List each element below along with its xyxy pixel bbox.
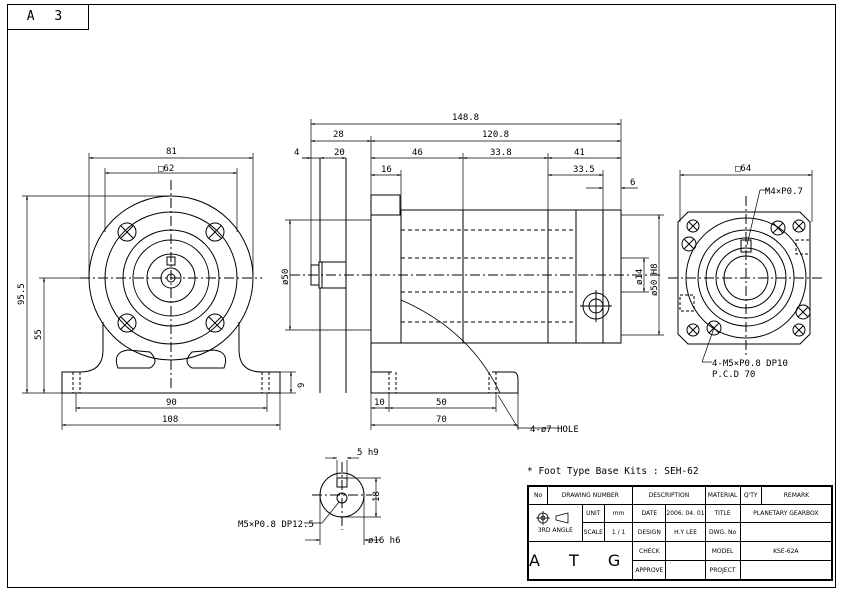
dim-90: 90 xyxy=(166,398,177,408)
dim-70: 70 xyxy=(436,415,447,425)
header-qty: Q'TY xyxy=(739,486,762,505)
dim-18: 18 xyxy=(372,491,382,502)
dim-120-8: 120.8 xyxy=(482,130,509,140)
design-label: DESIGN xyxy=(632,522,667,543)
side-view-dimensions xyxy=(285,119,664,430)
title-value: PLANETARY GEARBOX xyxy=(739,503,833,524)
approve-value xyxy=(665,560,706,580)
projection-cell: 3RD ANGLE xyxy=(528,503,583,543)
dim-square-64: □64 xyxy=(735,164,751,174)
dim-4: 4 xyxy=(294,148,299,158)
dim-55: 55 xyxy=(34,329,44,340)
dim-square-62: □62 xyxy=(158,164,174,174)
header-no: No xyxy=(527,486,549,505)
dim-6: 6 xyxy=(630,178,635,188)
front-view-dimensions xyxy=(22,153,296,430)
dim-28: 28 xyxy=(333,130,344,140)
right-view xyxy=(668,196,825,355)
dim-46: 46 xyxy=(412,148,423,158)
project-value xyxy=(739,560,833,580)
dim-95-5: 95.5 xyxy=(17,283,27,305)
dim-33-5: 33.5 xyxy=(573,165,595,175)
dim-108: 108 xyxy=(162,415,178,425)
dwg-no-value xyxy=(739,522,833,543)
title-block: No DRAWING NUMBER DESCRIPTION MATERIAL Q… xyxy=(527,485,833,581)
front-view xyxy=(61,180,281,394)
check-label: CHECK xyxy=(632,541,667,562)
dim-33-8: 33.8 xyxy=(490,148,512,158)
right-view-dimensions xyxy=(679,170,813,363)
dim-dia-50: ø50 xyxy=(281,269,291,285)
dwg-no-label: DWG. No xyxy=(704,522,741,543)
model-value: KSE-62A xyxy=(739,541,833,562)
shaft-detail-dimensions xyxy=(304,456,381,545)
dim-81: 81 xyxy=(166,147,177,157)
dim-41: 41 xyxy=(574,148,585,158)
dim-9: 9 xyxy=(297,383,307,388)
dim-dia-50-h8: ø50 H8 xyxy=(650,263,660,296)
header-material: MATERIAL xyxy=(704,486,741,505)
scale-value: 1 / 1 xyxy=(603,522,634,543)
pcd-note: P.C.D 70 xyxy=(712,370,755,380)
date-value: 2006. 04. 01 xyxy=(665,503,706,524)
company-logo: A T G xyxy=(527,541,634,580)
tap-m4-note: M4×P0.7 xyxy=(765,187,803,197)
date-label: DATE xyxy=(632,503,667,524)
sheet-size-text: A 3 xyxy=(26,9,69,24)
dim-dia-16-h6: ø16 h6 xyxy=(368,536,401,546)
dim-10: 10 xyxy=(374,398,385,408)
approve-label: APPROVE xyxy=(632,560,667,580)
title-label: TITLE xyxy=(704,503,741,524)
design-value: H.Y LEE xyxy=(665,522,706,543)
drawing-frame xyxy=(7,4,836,588)
shaft-tap-note: M5×P0.8 DP12.5 xyxy=(238,520,314,530)
dim-16: 16 xyxy=(381,165,392,175)
shaft-detail xyxy=(312,462,372,530)
check-value xyxy=(665,541,706,562)
foot-kit-note: * Foot Type Base Kits : SEH-62 xyxy=(527,466,699,477)
sheet-size-label: A 3 xyxy=(7,4,89,30)
header-drawing-number: DRAWING NUMBER xyxy=(547,486,634,505)
third-angle-symbol-icon xyxy=(536,511,569,526)
dim-20: 20 xyxy=(334,148,345,158)
header-description: DESCRIPTION xyxy=(632,486,706,505)
project-label: PROJECT xyxy=(704,560,741,580)
model-label: MODEL xyxy=(704,541,741,562)
dim-50: 50 xyxy=(436,398,447,408)
unit-label: UNIT xyxy=(581,503,605,524)
header-remark: REMARK xyxy=(760,486,833,505)
dim-key-5-h9: 5 h9 xyxy=(357,448,379,458)
side-view xyxy=(290,158,662,394)
dim-dia-14: ø14 xyxy=(635,269,645,285)
unit-value: mm xyxy=(603,503,634,524)
hole-note: 4-ø7 HOLE xyxy=(530,425,579,435)
projection-label: 3RD ANGLE xyxy=(537,527,573,535)
tap-m5-note: 4-M5×P0.8 DP10 xyxy=(712,359,788,369)
scale-label: SCALE xyxy=(581,522,605,543)
dim-148-8: 148.8 xyxy=(452,113,479,123)
